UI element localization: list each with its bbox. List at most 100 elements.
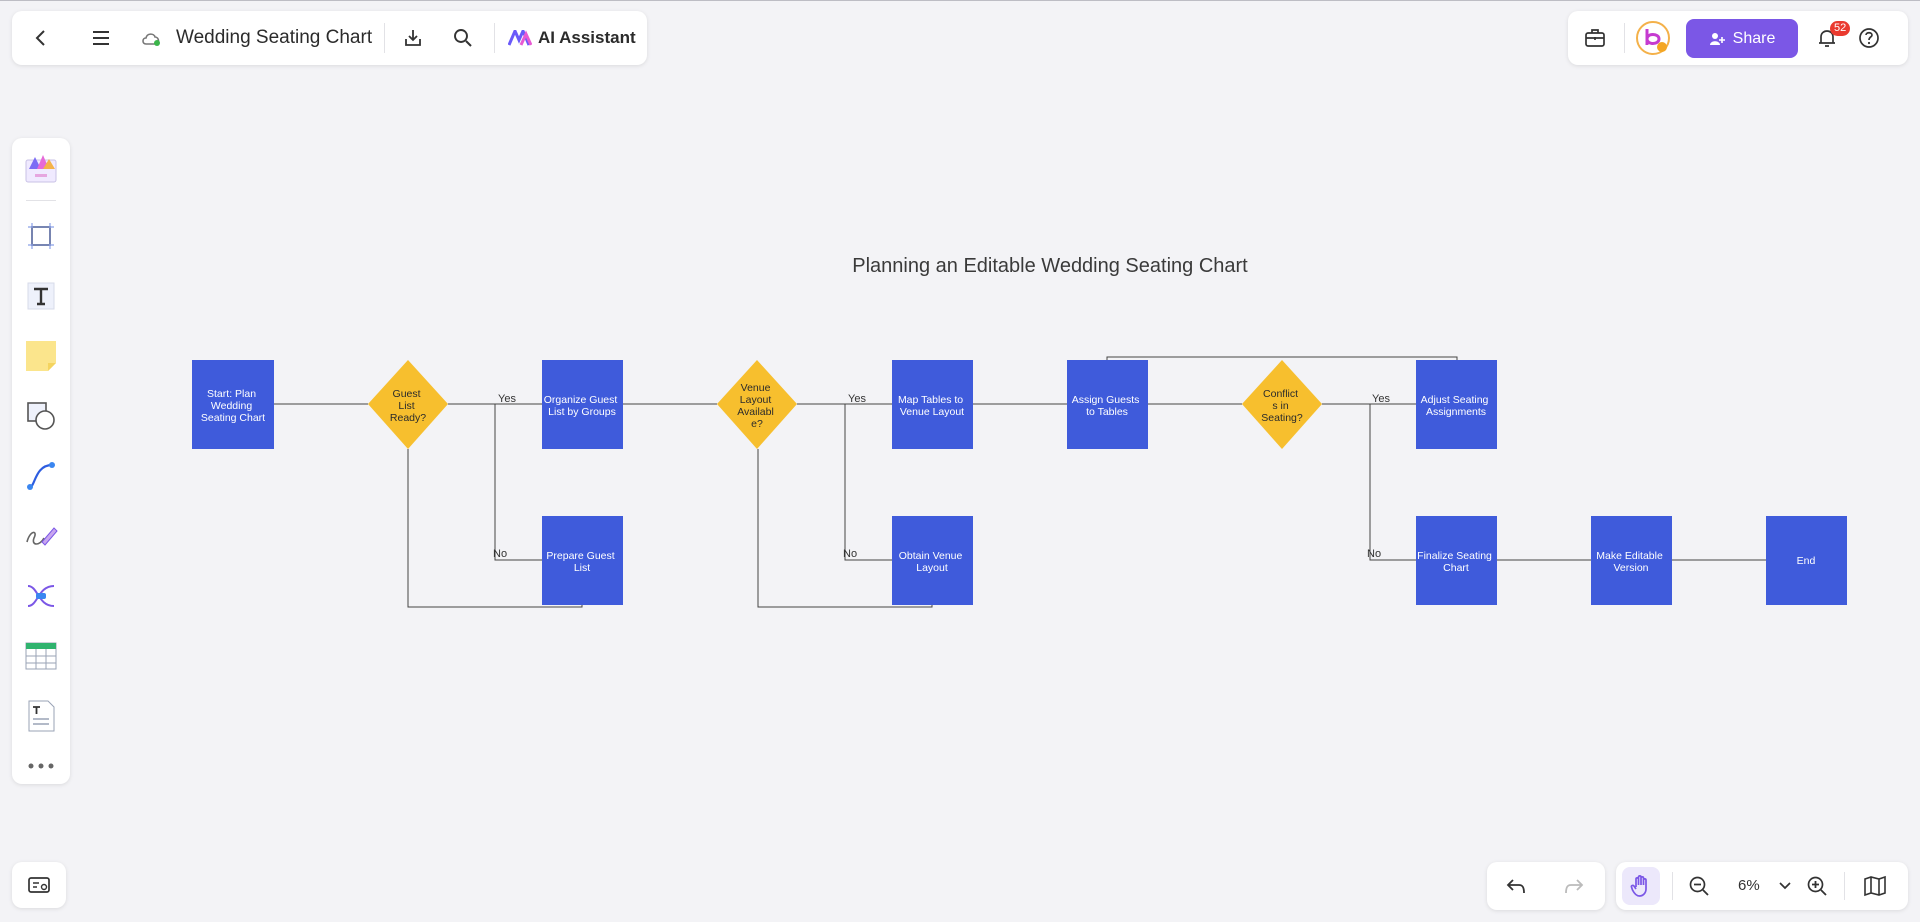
table-tool[interactable] — [21, 636, 61, 676]
node-text-line: List — [398, 400, 414, 412]
node-text-line: e? — [751, 418, 763, 430]
frame-tool[interactable] — [21, 216, 61, 256]
node-text-line: Availabl — [737, 406, 774, 418]
node-make-editable[interactable]: Make Editable Version — [1591, 516, 1672, 605]
menu-button[interactable] — [86, 23, 116, 53]
toolbar-divider — [1844, 872, 1845, 900]
edge-no-prepare — [448, 403, 542, 561]
zoom-level[interactable]: 6% — [1738, 877, 1760, 894]
pen-icon — [26, 527, 58, 546]
node-assign-guests[interactable]: Assign Guests to Tables — [1067, 360, 1148, 449]
pen-tool[interactable] — [21, 516, 61, 556]
undo-redo-panel — [1487, 862, 1605, 910]
decision-venue-layout-available[interactable]: Venue Layout Availabl e? — [717, 360, 797, 449]
help-button[interactable] — [1854, 23, 1884, 53]
svg-text:Start: Plan Wedding: Start: Plan Wedding Seating Chart — [201, 388, 265, 424]
node-text-line: to Tables — [1086, 406, 1128, 418]
mind-map-icon — [27, 585, 55, 607]
node-text-line: Organize Guest — [544, 394, 618, 406]
node-text-line: Adjust Seating — [1421, 394, 1489, 406]
svg-text:Adjust Seating Assignmen: Adjust Seating Assignments — [1421, 394, 1492, 418]
node-obtain-venue-layout[interactable]: Obtain Venue Layout — [892, 516, 973, 605]
node-map-tables[interactable]: Map Tables to Venue Layout — [892, 360, 973, 449]
connector-tool[interactable] — [21, 456, 61, 496]
svg-text:Finalize Seating Chart: Finalize Seating Chart — [1417, 550, 1495, 574]
ai-assistant-button[interactable] — [508, 23, 638, 53]
node-text-line: Chart — [1443, 562, 1469, 574]
edge-label-no: No — [1367, 548, 1381, 560]
node-text-line: Make Editable — [1596, 550, 1663, 562]
map-icon — [1864, 875, 1886, 897]
document-tool[interactable] — [21, 696, 61, 736]
svg-text:Venue Layout Avail: Venue Layout Availabl e? — [737, 382, 777, 430]
redo-button[interactable] — [1559, 871, 1589, 901]
node-end[interactable]: End — [1766, 516, 1847, 605]
decision-guest-list-ready[interactable]: Guest List Ready? — [368, 360, 448, 449]
edge-no-obtain-venue — [797, 403, 892, 561]
edge-label-yes: Yes — [1372, 393, 1390, 405]
node-text-line: Conflict — [1263, 388, 1298, 400]
cloud-sync-status[interactable] — [138, 25, 166, 51]
top-left-toolbar: Wedding Seating Chart AI Assistant — [12, 11, 647, 65]
undo-button[interactable] — [1501, 871, 1531, 901]
svg-text:Obtain Venue Layout: Obtain Venue Layout — [899, 550, 966, 574]
node-text-line: Seating? — [1261, 412, 1303, 424]
download-button[interactable] — [398, 23, 428, 53]
notifications-button[interactable] — [1812, 23, 1842, 53]
user-avatar[interactable] — [1636, 21, 1670, 55]
back-button[interactable] — [26, 23, 56, 53]
node-text-line: List — [574, 562, 590, 574]
node-prepare-guest-list[interactable]: Prepare Guest List — [542, 516, 623, 605]
node-adjust-seating[interactable]: Adjust Seating Assignments — [1416, 360, 1497, 449]
zoom-in-button[interactable] — [1802, 871, 1832, 901]
node-text-line: Wedding — [211, 400, 252, 412]
node-start[interactable]: Start: Plan Wedding Seating Chart — [192, 360, 274, 449]
zoom-dropdown-button[interactable] — [1776, 876, 1794, 896]
node-text-line: Obtain Venue — [899, 550, 963, 562]
shapes-tool[interactable] — [21, 396, 61, 436]
text-tool[interactable] — [21, 276, 61, 316]
text-icon — [27, 282, 55, 310]
node-text-line: End — [1797, 555, 1816, 567]
share-button[interactable]: Share — [1686, 19, 1798, 58]
document-title[interactable]: Wedding Seating Chart — [176, 27, 373, 48]
sticky-note-tool[interactable] — [21, 336, 61, 376]
more-tools-button[interactable] — [21, 756, 61, 776]
toolbox-icon — [1585, 29, 1605, 47]
node-organize-guest-list[interactable]: Organize Guest List by Groups — [542, 360, 623, 449]
connectors — [274, 356, 1766, 608]
node-text-line: Assignments — [1426, 406, 1486, 418]
cloud-icon — [142, 33, 160, 46]
edge-labels: Yes No Yes No Yes No — [493, 393, 1390, 560]
node-text-line: Layout — [916, 562, 948, 574]
top-right-toolbar: Share 52 — [1568, 11, 1908, 65]
node-text-line: Assign Guests — [1072, 394, 1140, 406]
window-top-border — [0, 0, 1920, 1]
toolbar-divider — [1672, 872, 1673, 900]
presentation-button[interactable] — [24, 870, 54, 900]
zoom-out-button[interactable] — [1684, 871, 1714, 901]
help-icon — [1859, 28, 1879, 48]
minimap-button[interactable] — [1860, 871, 1890, 901]
zoom-out-icon — [1689, 876, 1709, 896]
node-finalize-seating[interactable]: Finalize Seating Chart — [1416, 516, 1497, 605]
ai-logo-icon — [508, 30, 532, 46]
notification-count-badge: 52 — [1830, 21, 1851, 36]
connector-curve-icon — [27, 462, 55, 490]
svg-text:Conflict s in Seat: Conflict s in Seating? — [1261, 388, 1303, 424]
templates-icon — [25, 155, 57, 183]
palette-divider — [26, 200, 56, 201]
search-button[interactable] — [448, 23, 478, 53]
decision-conflicts-in-seating[interactable]: Conflict s in Seating? — [1242, 360, 1322, 449]
templates-tool[interactable] — [21, 148, 61, 188]
frame-icon — [28, 223, 54, 249]
share-label: Share — [1732, 29, 1776, 47]
chevron-left-icon — [35, 30, 45, 46]
hand-tool-button[interactable] — [1622, 867, 1660, 905]
bottom-left-panel — [12, 862, 66, 908]
more-horizontal-icon — [28, 763, 54, 769]
mind-map-tool[interactable] — [21, 576, 61, 616]
svg-text:Make Editable Version: Make Editable Version — [1596, 550, 1665, 574]
toolbox-button[interactable] — [1580, 23, 1610, 53]
